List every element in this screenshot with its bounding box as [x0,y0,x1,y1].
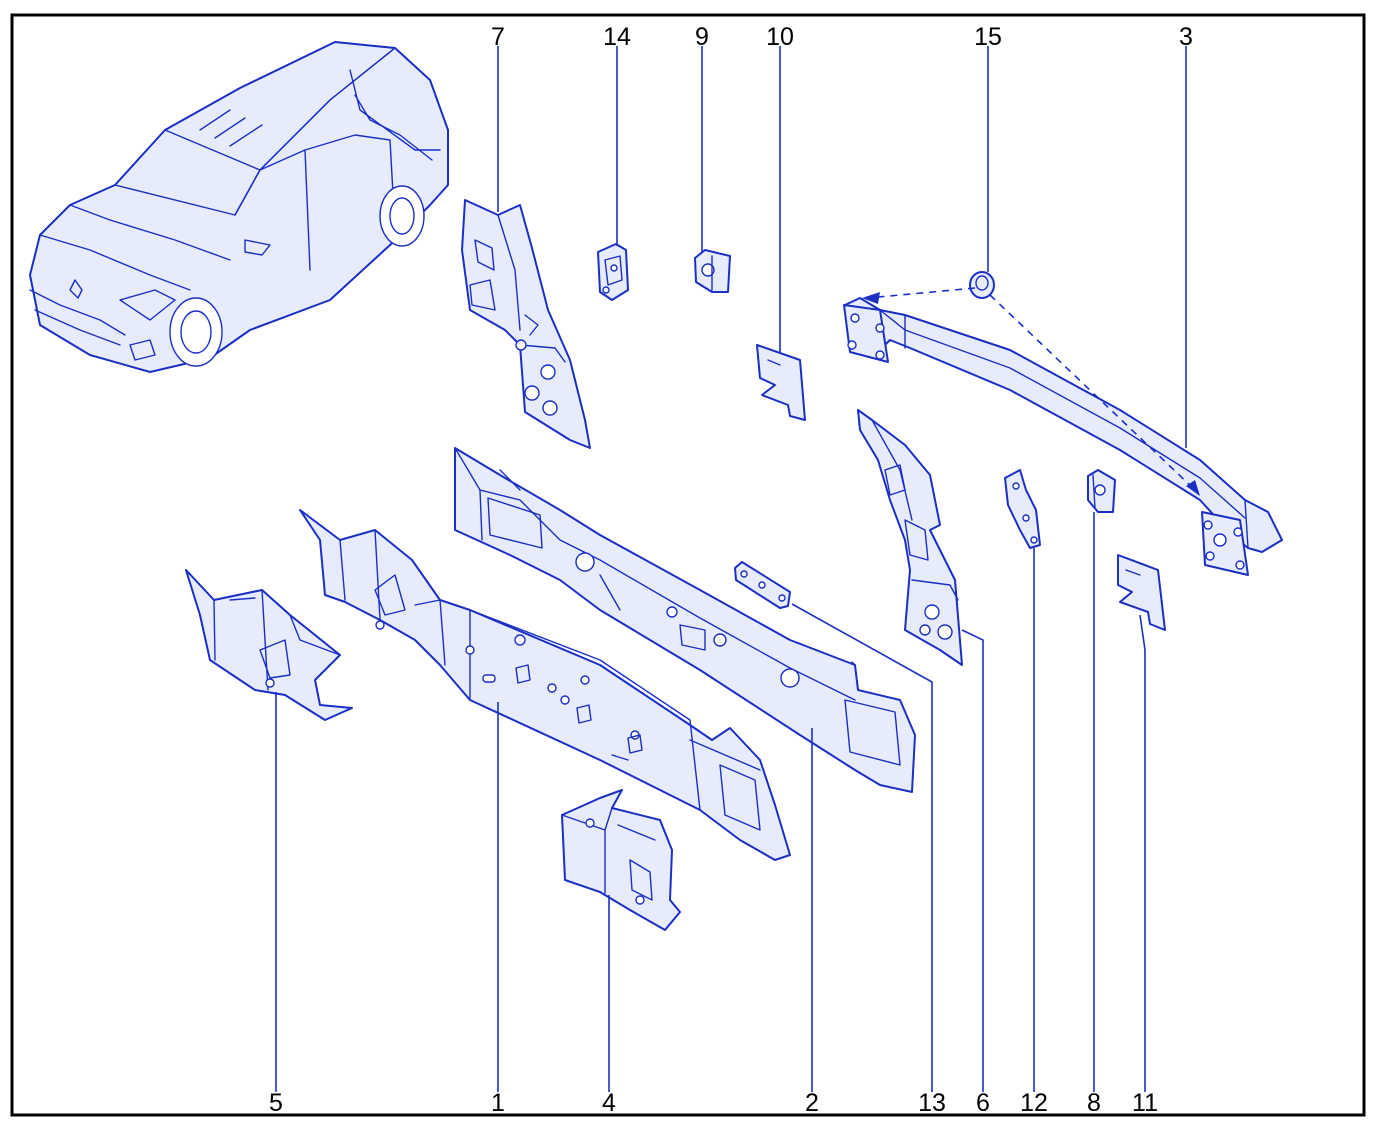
callout-4: 4 [602,1089,616,1117]
part-14-bracket [597,243,629,301]
callout-9: 9 [695,23,709,51]
part-11-plate [1117,554,1166,631]
callout-15: 15 [974,23,1002,51]
part-15-cap [969,271,995,299]
part-10-plate [756,344,806,421]
callout-1: 1 [491,1089,505,1117]
callout-6: 6 [976,1089,990,1117]
part-6-rear-pillar [857,409,963,666]
callout-labels: 7 14 9 10 15 3 5 1 4 2 13 6 12 8 11 [269,23,1193,1117]
arrow-head-right [1186,480,1200,496]
part-8-clip [1087,469,1116,513]
part-7-rear-pillar [461,199,591,449]
part-2-rear-panel [454,447,916,793]
part-5-corner-bracket [185,569,353,721]
assembly-arrow-left [867,287,976,299]
assembly-arrow-right [989,294,1196,491]
part-9-clip [694,249,731,293]
callout-5: 5 [269,1089,283,1117]
callout-10: 10 [766,23,794,51]
callout-11: 11 [1132,1089,1158,1117]
part-3-bumper-beam [843,297,1283,576]
callout-7: 7 [491,23,505,51]
part-4-lower-bracket [561,789,681,931]
callout-8: 8 [1087,1089,1101,1117]
callout-3: 3 [1179,23,1193,51]
callout-2: 2 [805,1089,819,1117]
part-13-strip [734,561,791,609]
part-12-bracket [1004,469,1041,549]
callout-13: 13 [918,1089,946,1117]
arrow-head-left [862,292,880,304]
vehicle-illustration [29,41,449,373]
callout-12: 12 [1020,1089,1048,1117]
leader-lines [275,46,1187,1092]
callout-14: 14 [603,23,631,51]
part-1-rear-crossmember [299,509,791,861]
